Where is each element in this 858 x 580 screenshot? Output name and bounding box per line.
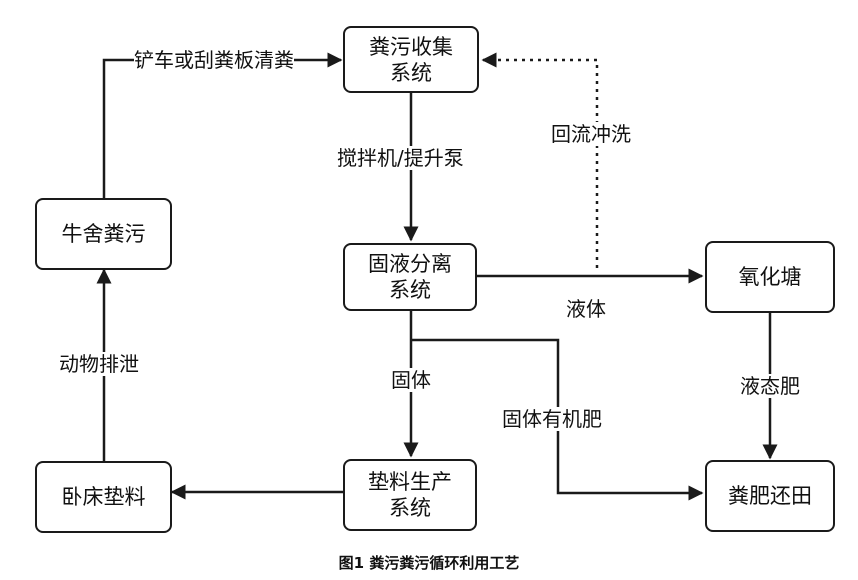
node-label-line: 系统 — [390, 60, 432, 85]
node-manure-collection-system: 粪污收集 系统 — [343, 26, 479, 93]
node-oxidation-pond: 氧化塘 — [705, 241, 835, 313]
node-manure-return-field: 粪肥还田 — [705, 460, 835, 532]
edge-label-liquid-fertilizer: 液态肥 — [740, 374, 800, 398]
edge-label-solid: 固体 — [391, 368, 431, 392]
figure-caption: 图1 粪污粪污循环利用工艺 — [338, 554, 520, 572]
node-label-line: 系统 — [389, 278, 431, 302]
node-label-line: 氧化塘 — [738, 265, 802, 289]
edge-label-excretion: 动物排泄 — [59, 352, 139, 376]
node-solid-liquid-separation: 固液分离 系统 — [343, 243, 477, 311]
edge-reflux-dotted — [481, 52, 599, 268]
edge-label-shovel: 铲车或刮粪板清粪 — [134, 48, 294, 72]
edge-label-solid-fertilizer: 固体有机肥 — [502, 407, 602, 431]
node-bedding-production-system: 垫料生产 系统 — [343, 459, 477, 531]
node-label-line: 粪肥还田 — [728, 484, 812, 508]
edge-label-liquid: 液体 — [566, 297, 606, 321]
node-bedding-material: 卧床垫料 — [35, 461, 172, 533]
edge-label-reflux: 回流冲洗 — [551, 122, 631, 146]
node-label-line: 卧床垫料 — [61, 485, 146, 509]
node-label-line: 牛舍粪污 — [61, 222, 146, 246]
edge-label-stir-pump: 搅拌机/提升泵 — [337, 146, 464, 170]
node-label-line: 系统 — [389, 496, 431, 520]
node-label-line: 粪污收集 — [369, 34, 453, 59]
edge-barn-to-collection — [102, 52, 343, 198]
node-label-line: 垫料生产 — [368, 470, 452, 494]
node-barn-manure: 牛舍粪污 — [35, 198, 172, 270]
node-label-line: 固液分离 — [368, 252, 452, 276]
